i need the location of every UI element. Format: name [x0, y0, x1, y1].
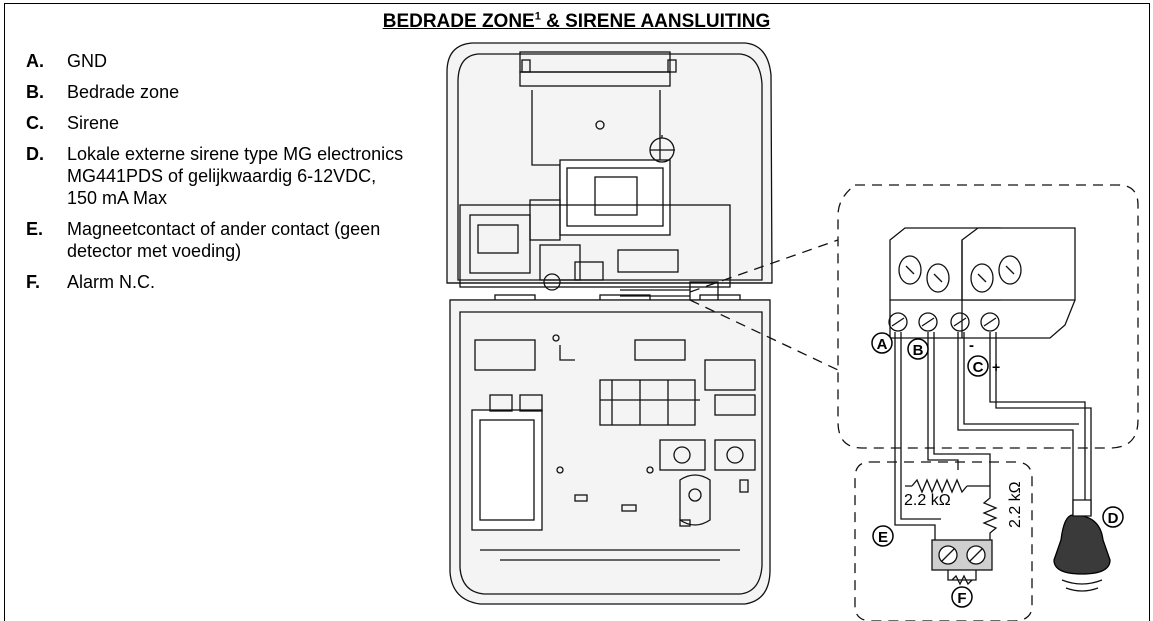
diagram-labels: A B C - + D E F 2.2 kΩ 2.2 kΩ [871, 332, 1124, 608]
legend-item-e: E.Magneetcontact of ander contact (geen … [26, 219, 381, 261]
zoom-callout [689, 184, 1139, 449]
label-d-circle [1102, 506, 1124, 528]
label-c-circle [967, 355, 989, 377]
polarity-plus: + [992, 359, 1000, 375]
resistor-label-1: 2.2 kΩ [904, 492, 951, 509]
terminal-blocks [888, 227, 1076, 339]
label-a-circle [871, 332, 893, 354]
label-b: B [913, 342, 924, 359]
resistor-label-2: 2.2 kΩ [1007, 481, 1024, 528]
label-c: C [973, 359, 984, 376]
legend-item-c: C.Sirene [26, 113, 120, 133]
polarity-minus: - [969, 337, 974, 354]
label-f: F [957, 590, 966, 607]
contact-box [854, 461, 1033, 621]
legend-item-b: B.Bedrade zone [26, 82, 180, 102]
label-e: E [878, 529, 888, 546]
legend: A.GND B.Bedrade zone C.Sirene D.Lokale e… [26, 50, 406, 302]
control-panel-drawing [446, 42, 773, 605]
label-d: D [1108, 510, 1119, 527]
label-b-circle [907, 338, 929, 360]
page-title: BEDRADE ZONE1 & SIRENE AANSLUITING [382, 11, 771, 33]
page-frame [4, 3, 1150, 621]
label-e-circle [872, 525, 894, 547]
siren-drawing [1053, 499, 1111, 592]
wires [894, 332, 1092, 548]
label-f-circle [951, 586, 973, 608]
legend-item-a: A.GND [26, 51, 107, 71]
label-a: A [877, 336, 888, 353]
legend-item-f: F.Alarm N.C. [26, 272, 156, 292]
resistors [905, 475, 998, 548]
legend-item-d: D.Lokale externe sirene type MG electron… [26, 144, 404, 208]
